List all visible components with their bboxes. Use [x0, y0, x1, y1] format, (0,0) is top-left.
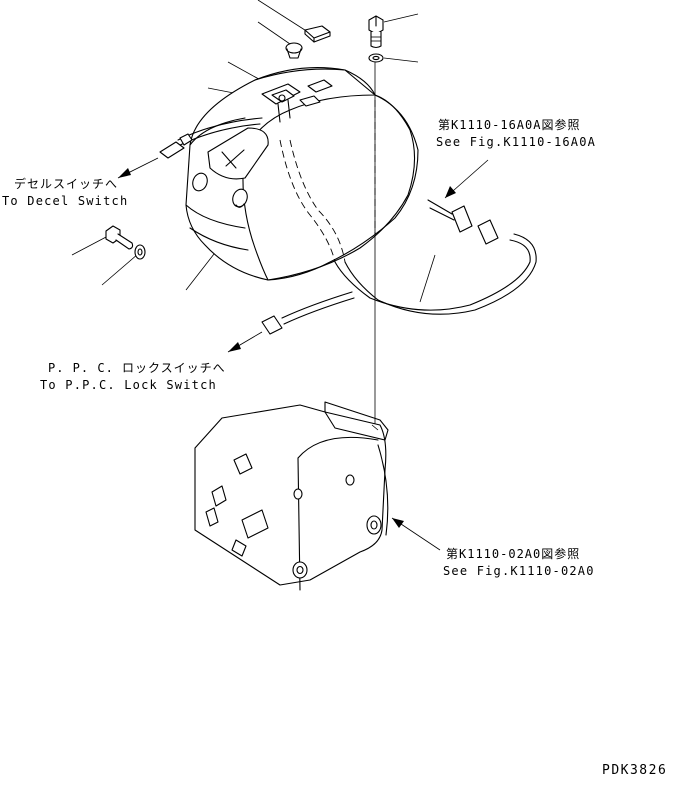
ppc-connector	[261, 315, 283, 335]
small-parts	[105, 15, 384, 260]
bracket-tab	[324, 401, 389, 441]
left-bolt-icon	[105, 225, 134, 250]
leader-line-washer	[383, 57, 419, 63]
leader-lines	[71, 0, 436, 303]
ppc-wire	[281, 291, 353, 319]
ppc-label-en: To P.P.C. Lock Switch	[40, 378, 217, 392]
plug-part	[285, 42, 303, 54]
cap-part	[304, 25, 331, 39]
decel-label-jp: デセルスイッチへ	[14, 176, 118, 191]
leader-line-cover	[185, 253, 215, 291]
wiring	[159, 117, 537, 335]
drawing-code: PDK3826	[602, 763, 667, 778]
leader-line-left-washer	[101, 253, 139, 286]
hole-1	[192, 172, 208, 192]
label-plate	[307, 79, 333, 93]
leader-line-bolt	[383, 13, 419, 23]
ref1-label-jp: 第K1110-16A0A図参照	[438, 117, 580, 132]
bolt-icon	[368, 15, 384, 49]
left-washer-icon	[134, 244, 146, 260]
ref2-label-en: See Fig.K1110-02A0	[443, 564, 595, 578]
ref2-label-jp: 第K1110-02A0図参照	[446, 546, 580, 561]
hidden-harness	[279, 139, 336, 263]
harness-connector-a	[477, 219, 499, 245]
ppc-label-jp: P. P. C. ロックスイッチへ	[48, 361, 226, 375]
arrows	[117, 157, 489, 551]
leader-line-harness	[419, 254, 436, 303]
bracket-body	[194, 404, 387, 586]
base-bracket	[194, 401, 389, 591]
decel-label-en: To Decel Switch	[2, 194, 128, 208]
harness-connector-b	[451, 205, 473, 233]
leader-line-top-2	[257, 21, 291, 45]
leader-line-top-1	[257, 0, 309, 33]
labels: デセルスイッチへ To Decel Switch P. P. C. ロックスイッ…	[2, 117, 667, 778]
ref1-label-en: See Fig.K1110-16A0A	[436, 135, 596, 149]
main-harness	[334, 239, 531, 311]
leader-line-left-bolt	[71, 235, 109, 256]
washer-icon	[368, 53, 384, 63]
console-box	[185, 66, 419, 281]
console-window	[207, 127, 269, 180]
decel-connector	[159, 141, 185, 159]
